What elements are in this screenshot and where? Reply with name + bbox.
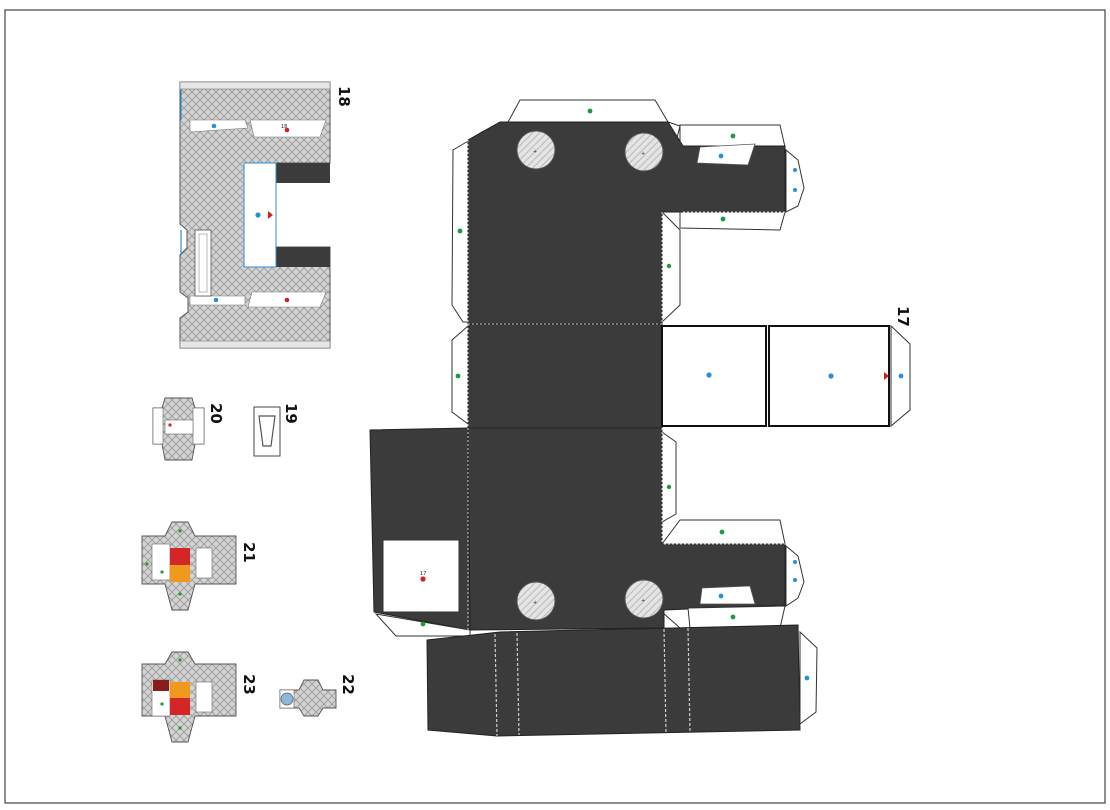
part-21-label: 21	[240, 542, 258, 563]
part-22-piece: 22	[279, 674, 357, 717]
svg-text:+: +	[641, 598, 645, 604]
wheel-icon	[624, 132, 664, 172]
glue-mark-17: 17	[420, 571, 426, 577]
part-23-cab: 23	[141, 651, 258, 743]
wheel-icon	[624, 579, 664, 619]
glue-mark-18: 18	[281, 124, 287, 130]
part-20-box: 20	[152, 397, 225, 461]
svg-text:+: +	[641, 151, 645, 157]
part-19-label: 19	[282, 403, 300, 424]
part-20-label: 20	[207, 403, 225, 424]
wheel-icon	[516, 581, 556, 621]
part-18-label: 18	[335, 86, 353, 107]
part-17-label: 17	[894, 306, 912, 327]
part-23-label: 23	[240, 674, 258, 695]
part-21-cab: 21	[141, 521, 258, 611]
svg-text:+: +	[533, 149, 537, 155]
wheel-icon	[516, 130, 556, 170]
part-22-label: 22	[339, 674, 357, 695]
part-18-plate: 18 18	[179, 81, 353, 349]
part-17-body: + + 17 + + 17	[369, 99, 912, 737]
part-19-bracket: 19	[253, 403, 300, 457]
svg-text:+: +	[533, 600, 537, 606]
